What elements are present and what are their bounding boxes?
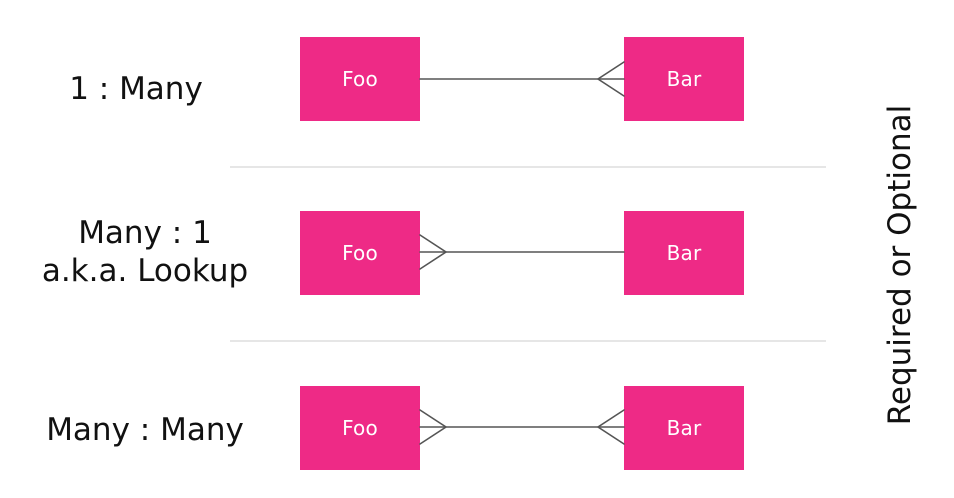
- crows-foot-left: [419, 409, 448, 445]
- row-divider: [230, 340, 826, 342]
- entity-foo: Foo: [300, 211, 420, 295]
- entity-foo: Foo: [300, 386, 420, 470]
- crows-foot-right: [596, 61, 625, 97]
- row-label-line: 1 : Many: [69, 71, 203, 107]
- row-divider: [230, 166, 826, 168]
- row-label-line: a.k.a. Lookup: [41, 253, 249, 289]
- row-label-many-to-one: Many : 1 a.k.a. Lookup: [40, 214, 250, 290]
- row-label-many-to-many: Many : Many: [40, 411, 250, 449]
- entity-foo: Foo: [300, 37, 420, 121]
- row-label-line: Many : Many: [46, 412, 244, 448]
- row-label-line: Many : 1: [78, 215, 212, 251]
- entity-bar: Bar: [624, 211, 744, 295]
- crows-foot-right: [596, 409, 625, 445]
- entity-bar: Bar: [624, 386, 744, 470]
- side-label-required-or-optional: Required or Optional: [882, 104, 918, 426]
- crows-foot-left: [419, 234, 448, 270]
- entity-bar: Bar: [624, 37, 744, 121]
- row-label-one-to-many: 1 : Many: [56, 70, 216, 108]
